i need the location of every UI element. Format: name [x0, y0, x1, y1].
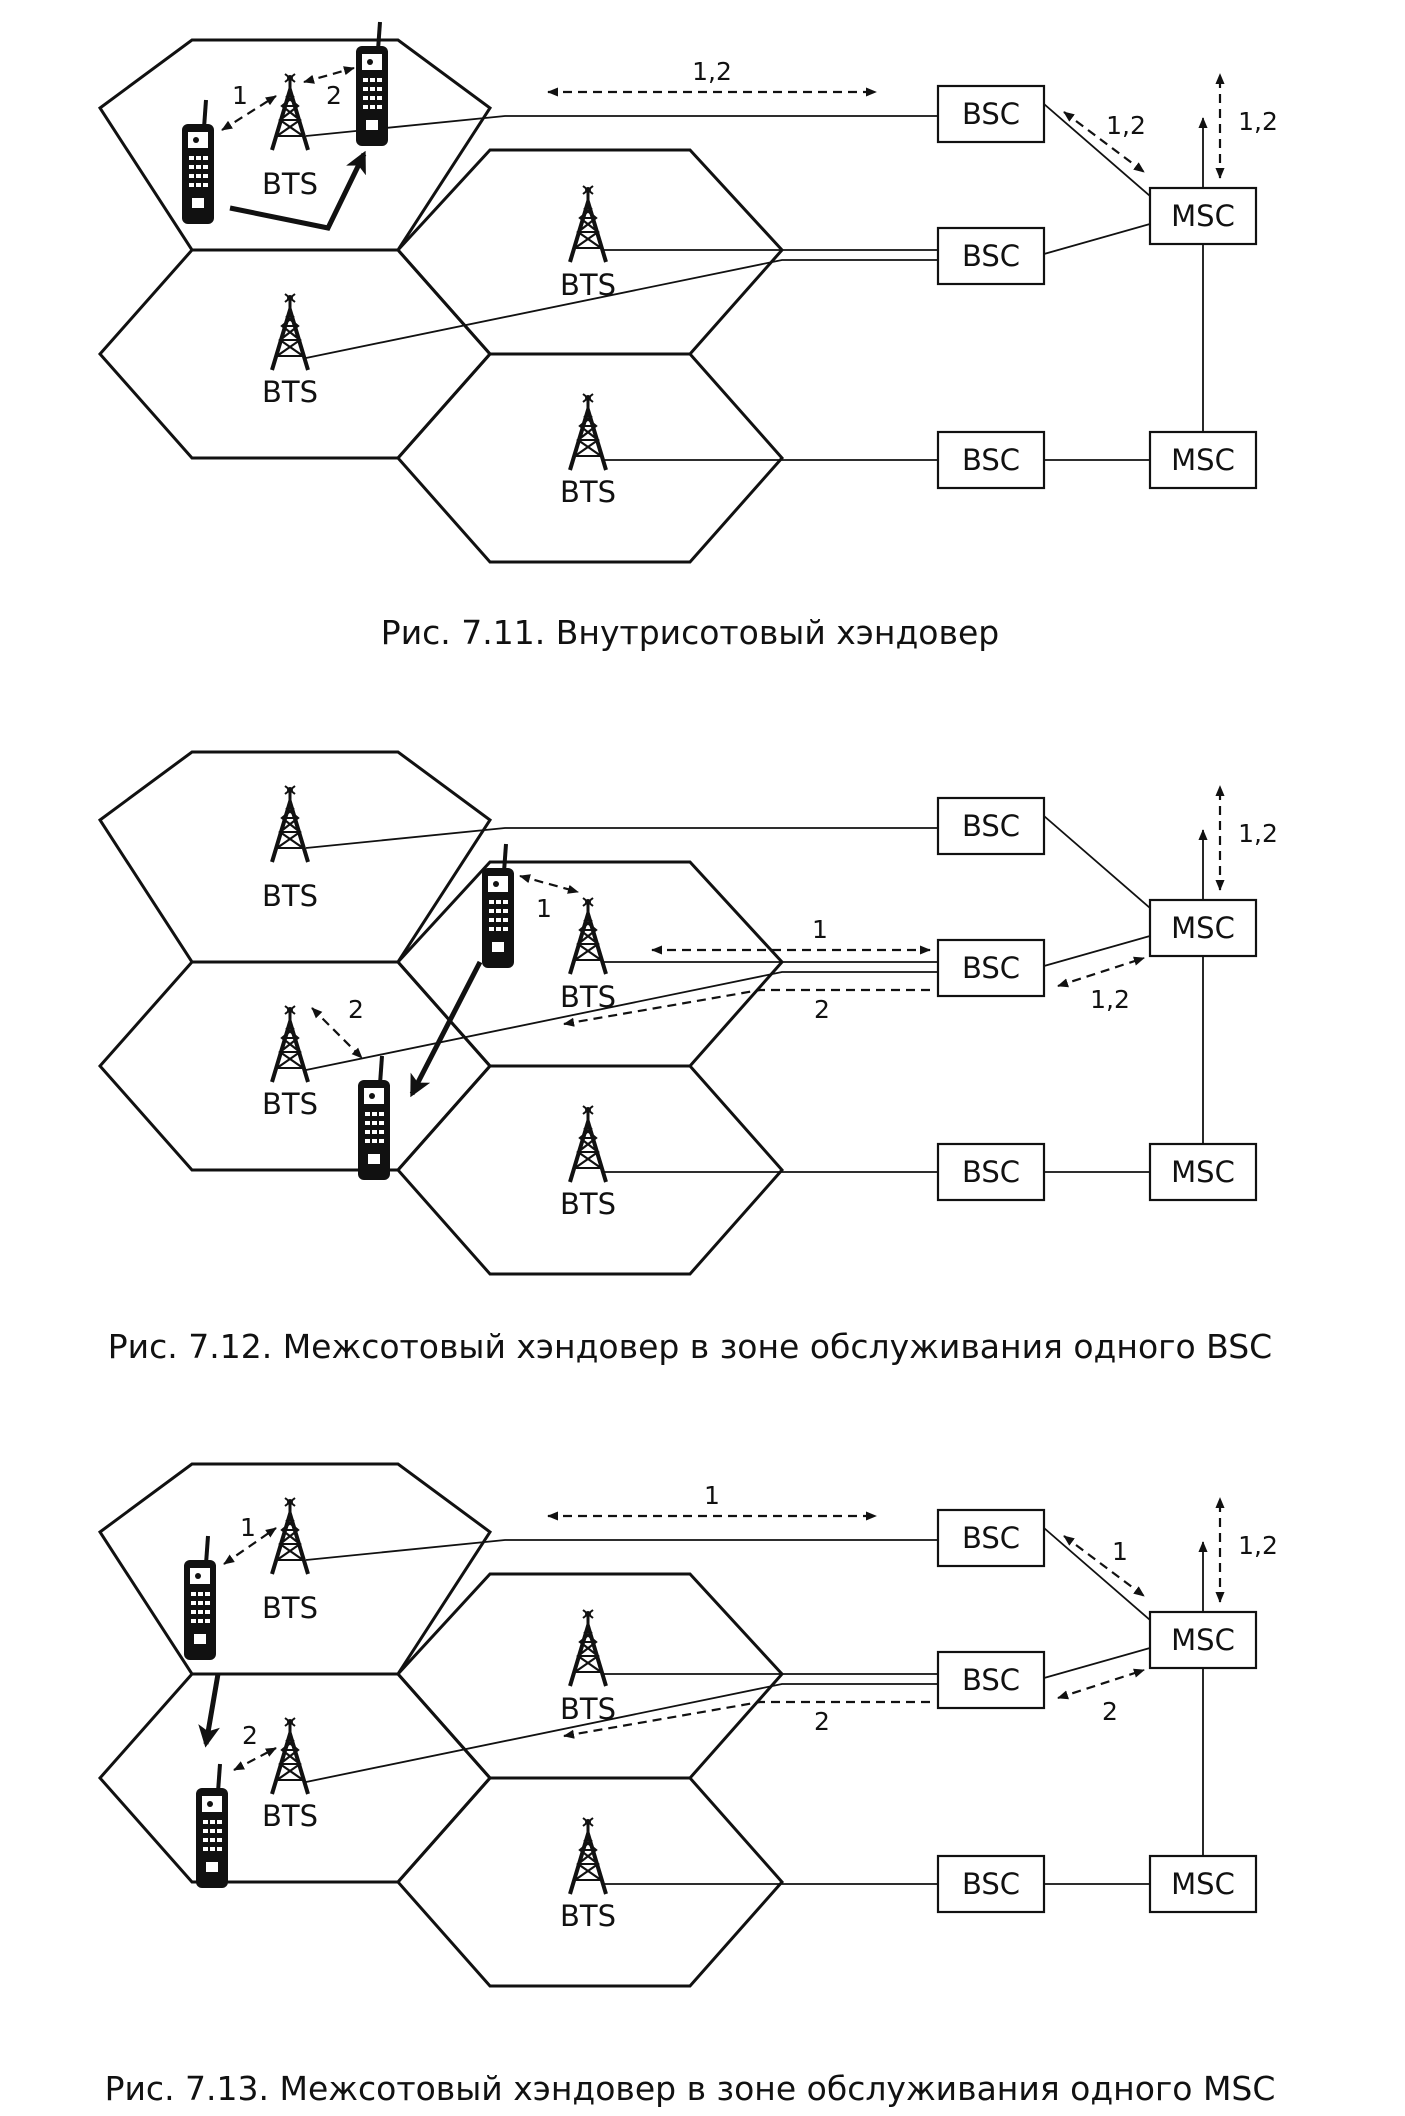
bts-label: BTS: [560, 1187, 616, 1221]
bsc-label: BSC: [962, 809, 1020, 843]
signal-label: 1,2: [1238, 819, 1278, 848]
bts-label: BTS: [262, 167, 318, 201]
bts-label: BTS: [262, 879, 318, 913]
signal-label: 1: [536, 894, 552, 923]
msc-label: MSC: [1171, 1155, 1235, 1189]
figure-caption: Рис. 7.11. Внутрисотовый хэндовер: [381, 613, 999, 652]
msc-label: MSC: [1171, 443, 1235, 477]
bts-label: BTS: [262, 375, 318, 409]
bsc-label: BSC: [962, 97, 1020, 131]
signal-label: 1,2: [692, 57, 732, 86]
figure-caption: Рис. 7.12. Межсотовый хэндовер в зоне об…: [108, 1327, 1272, 1366]
signal-label: 1: [812, 915, 828, 944]
bsc-label: BSC: [962, 1867, 1020, 1901]
bts-label: BTS: [560, 1899, 616, 1933]
mobile-phone-icon: [356, 1054, 392, 1182]
bsc-label: BSC: [962, 239, 1020, 273]
figure-7-12: BTS BTS BTS BTS BSC BSC BSC MSC MSC 1 2 …: [100, 752, 1278, 1366]
signal-label: 1,2: [1238, 107, 1278, 136]
bts-label: BTS: [262, 1087, 318, 1121]
figure-caption: Рис. 7.13. Межсотовый хэндовер в зоне об…: [105, 2069, 1276, 2108]
bts-label: BTS: [560, 1692, 616, 1726]
bsc-label: BSC: [962, 951, 1020, 985]
bsc-label: BSC: [962, 1663, 1020, 1697]
signal-label: 2: [326, 81, 342, 110]
mobile-phone-icon: [194, 1762, 230, 1890]
bts-label: BTS: [560, 268, 616, 302]
figure-7-11: BTS BTS BTS BTS BSC BSC BSC MSC MSC 1 2 …: [100, 20, 1278, 652]
signal-label: 1,2: [1238, 1531, 1278, 1560]
signal-label: 1: [704, 1481, 720, 1510]
bts-label: BTS: [262, 1591, 318, 1625]
signal-label: 2: [814, 1707, 830, 1736]
handover-move-arrow: [229, 150, 367, 231]
signal-label: 1: [232, 81, 248, 110]
signal-label: 1: [1112, 1537, 1128, 1566]
bsc-label: BSC: [962, 443, 1020, 477]
bts-label: BTS: [560, 475, 616, 509]
signal-label: 1,2: [1106, 111, 1146, 140]
signal-label: 2: [348, 995, 364, 1024]
msc-label: MSC: [1171, 1867, 1235, 1901]
signal-label: 1,2: [1090, 985, 1130, 1014]
bts-labels-fig1: BTS BTS BTS BTS: [262, 167, 616, 509]
handover-move-arrow: [198, 1673, 221, 1748]
handover-move-arrow: [409, 960, 483, 1098]
bsc-label: BSC: [962, 1155, 1020, 1189]
signal-label: 1: [240, 1513, 256, 1542]
bsc-label: BSC: [962, 1521, 1020, 1555]
figure-7-13: BTS BTS BTS BTS BSC BSC BSC MSC MSC 1 2 …: [100, 1464, 1278, 2108]
mobile-phone-icon: [180, 98, 216, 226]
signal-label: 2: [242, 1721, 258, 1750]
signal-label: 2: [814, 995, 830, 1024]
msc-label: MSC: [1171, 199, 1235, 233]
msc-label: MSC: [1171, 911, 1235, 945]
bts-label: BTS: [560, 980, 616, 1014]
signal-label: 2: [1102, 1697, 1118, 1726]
mobile-phone-icon: [182, 1534, 218, 1662]
bts-label: BTS: [262, 1799, 318, 1833]
msc-label: MSC: [1171, 1623, 1235, 1657]
